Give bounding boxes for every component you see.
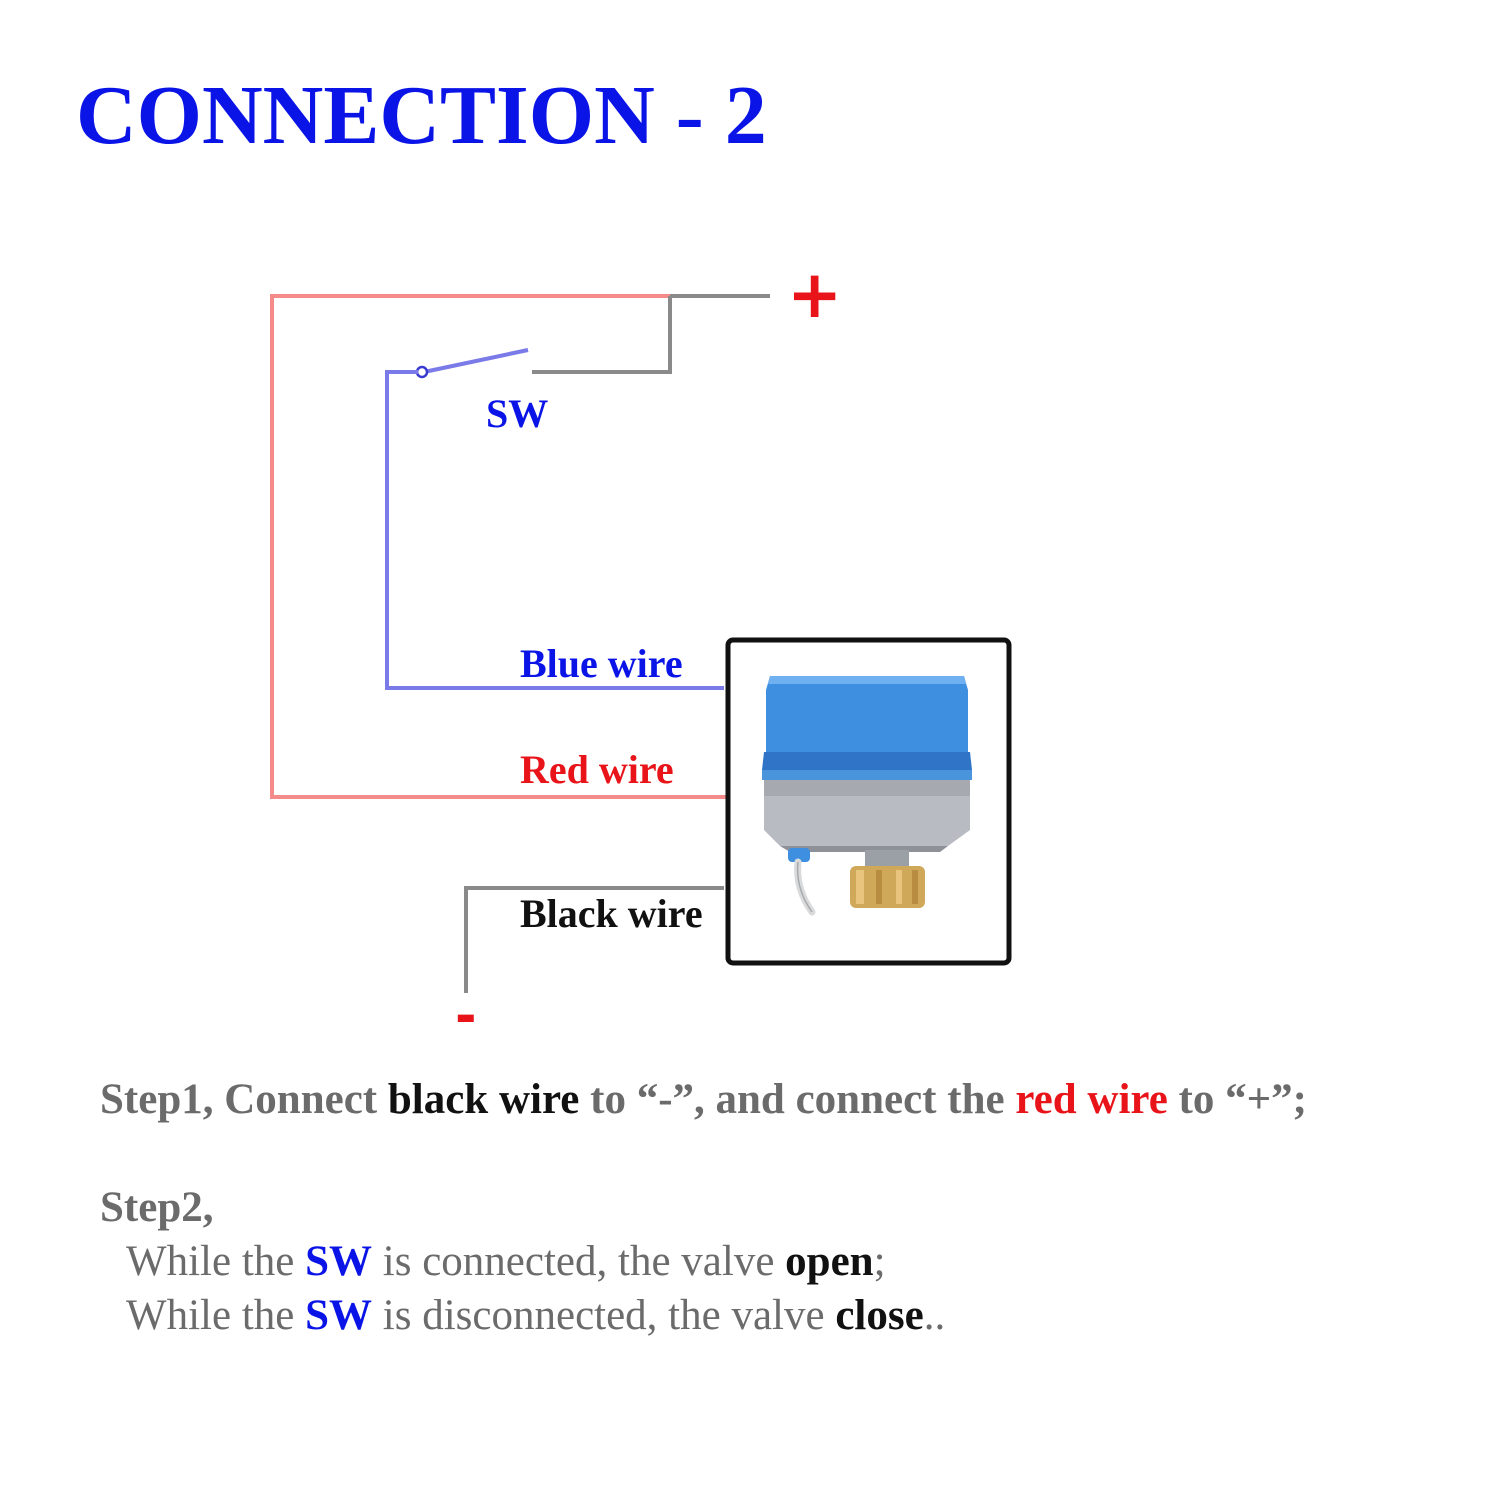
black-wire-line [464,886,724,993]
blue-wire-label: Blue wire [520,641,683,686]
step2-heading: Step2, [100,1184,214,1231]
red-wire-line [270,294,726,799]
plus-terminal-symbol: + [787,256,843,333]
spacer [100,1127,1420,1181]
switch-pivot [415,365,429,379]
valve-actuator-icon [762,676,972,916]
minus-terminal-symbol: - [455,986,477,1046]
step2-line-connected: While the SW is connected, the valve ope… [126,1238,886,1285]
instructions: Step1, Connect black wire to “-”, and co… [100,1073,1420,1343]
page-title: CONNECTION - 2 [76,69,767,162]
red-wire-label: Red wire [520,747,674,792]
switch-fixed-contact-line [532,296,672,374]
step1-text: Step1, Connect black wire to “-”, and co… [100,1076,1307,1123]
switch-label: SW [486,391,549,436]
step2-line-disconnected: While the SW is disconnected, the valve … [126,1292,946,1339]
black-wire-label: Black wire [520,891,703,936]
switch-lever [423,348,529,374]
blue-wire-line [385,370,724,690]
